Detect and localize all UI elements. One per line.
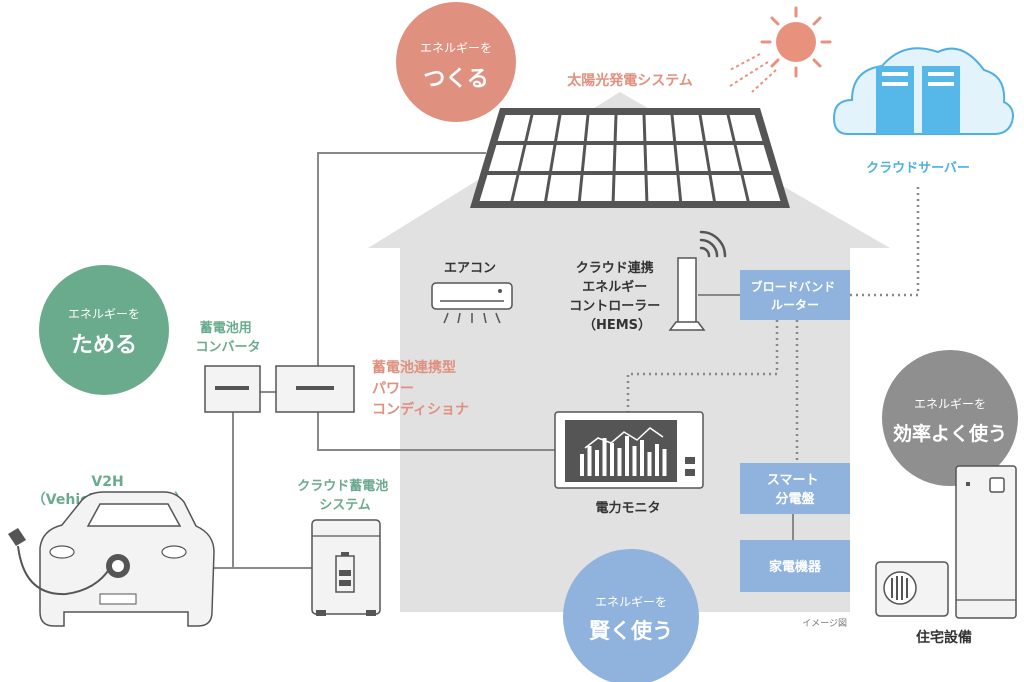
monitor-graph-bar	[587, 446, 592, 476]
v2h-label-line1: V2H	[91, 474, 123, 490]
solar-cell	[557, 115, 587, 141]
solar-cell	[676, 145, 708, 171]
solar-cell	[488, 145, 524, 171]
store-energy-circle: エネルギーを ためる	[39, 265, 169, 395]
power-conditioner-label: 蓄電池連携型 パワー コンディショナ	[372, 359, 469, 418]
monitor-graph-bar	[662, 449, 667, 476]
hems-label-line1: クラウド連携	[576, 260, 654, 276]
smart-use-circle: エネルギーを 賢く使う	[563, 549, 699, 682]
smart-panel-label-line1: スマート	[767, 473, 819, 488]
monitor-graph-bar	[655, 444, 659, 476]
solar-cell	[647, 175, 680, 201]
router-label-line2: ルーター	[771, 298, 819, 312]
solar-cell	[586, 115, 615, 141]
monitor-label: 電力モニタ	[595, 500, 660, 516]
solar-cell	[736, 145, 772, 171]
solar-cell	[673, 115, 703, 141]
solar-cell	[743, 175, 781, 201]
monitor-graph-bar	[647, 452, 652, 476]
converter-label-line1: 蓄電池用	[200, 320, 252, 336]
smart-circle-big-text: 賢く使う	[589, 619, 673, 643]
efficient-energy-circle: エネルギーを 効率よく使う	[882, 350, 1018, 486]
monitor-graph-bar	[632, 446, 637, 476]
solar-cell	[706, 145, 740, 171]
solar-label: 太陽光発電システム	[567, 72, 693, 89]
router-label-line1: ブロードバンド	[751, 279, 836, 294]
smart-panel-label-line2: 分電盤	[775, 491, 815, 507]
appliances-label: 家電機器	[769, 559, 822, 575]
sun-icon	[729, 6, 832, 93]
solar-cell	[615, 145, 645, 171]
smart-circle-small-text: エネルギーを	[595, 595, 667, 609]
image-note: イメージ図	[802, 618, 847, 629]
appliances-box	[740, 540, 850, 592]
solar-cell	[513, 175, 549, 201]
power-monitor-icon	[554, 411, 704, 489]
solar-cell	[580, 175, 613, 201]
battery-label: クラウド蓄電池 システム	[297, 478, 393, 513]
hems-device-icon	[668, 230, 727, 331]
hems-label-line2: エネルギー	[582, 279, 647, 295]
converter-label-line2: コンバータ	[195, 340, 260, 355]
router-box	[740, 270, 850, 320]
solar-cell	[711, 175, 747, 201]
pcs-label-line2: パワー	[372, 381, 414, 397]
monitor-graph-bar	[625, 436, 629, 476]
create-circle-big-text: つくる	[423, 67, 489, 92]
pcs-label-line1: 蓄電池連携型	[372, 359, 456, 376]
hems-label-line4: （HEMS）	[583, 317, 651, 333]
pcs-label-line3: コンディショナ	[372, 401, 469, 418]
power-conditioner-icon	[275, 365, 355, 413]
solar-cell	[520, 145, 554, 171]
monitor-graph-bar	[580, 454, 584, 476]
heat-pump-unit-icon	[875, 561, 949, 617]
solar-cell	[527, 115, 559, 141]
cloud-server-icon	[832, 47, 1014, 135]
monitor-graph-bar	[602, 438, 607, 476]
electric-car-icon	[8, 491, 215, 627]
solar-panel	[470, 108, 790, 208]
converter-label: 蓄電池用 コンバータ	[195, 320, 260, 355]
cloud-server-label: クラウドサーバー	[866, 161, 970, 176]
battery-label-line2: システム	[319, 498, 371, 513]
solar-cell	[583, 145, 614, 171]
solar-cell	[679, 175, 713, 201]
battery-unit-icon	[311, 519, 381, 616]
smart-panel-label: スマート 分電盤	[767, 473, 823, 507]
store-circle-big-text: ためる	[71, 333, 137, 358]
monitor-graph-bar	[595, 450, 599, 476]
efficient-circle-small-text: エネルギーを	[914, 397, 986, 411]
solar-cell	[645, 115, 674, 141]
create-energy-circle: エネルギーを つくる	[396, 2, 516, 122]
converter-device-icon	[204, 365, 261, 413]
router-label: ブロードバンド ルーター	[751, 279, 840, 312]
hems-label-line3: コントローラー	[569, 299, 660, 314]
solar-cell	[614, 175, 646, 201]
smart-panel-box	[740, 463, 850, 514]
solar-cell	[616, 115, 644, 141]
solar-cell	[729, 115, 763, 141]
aircon-label: エアコン	[444, 261, 496, 276]
solar-cell	[547, 175, 581, 201]
efficient-circle-big-text: 効率よく使う	[893, 422, 1007, 445]
solar-cell	[552, 145, 584, 171]
network-dotted-lines	[626, 185, 920, 463]
solar-cell	[479, 175, 517, 201]
monitor-graph-bar	[640, 440, 644, 476]
water-heater-tank-icon	[955, 465, 1017, 619]
solar-cell	[497, 115, 531, 141]
monitor-graph-bar	[617, 448, 622, 476]
battery-label-line1: クラウド蓄電池	[297, 478, 388, 494]
create-circle-small-text: エネルギーを	[420, 41, 492, 55]
monitor-graph-bar	[610, 443, 614, 476]
housing-equipment-label: 住宅設備	[916, 629, 972, 646]
air-conditioner-icon	[431, 282, 513, 324]
store-circle-small-text: エネルギーを	[68, 307, 140, 321]
solar-cell	[646, 145, 677, 171]
hems-label: クラウド連携 エネルギー コントローラー （HEMS）	[569, 260, 665, 333]
solar-cell	[701, 115, 733, 141]
